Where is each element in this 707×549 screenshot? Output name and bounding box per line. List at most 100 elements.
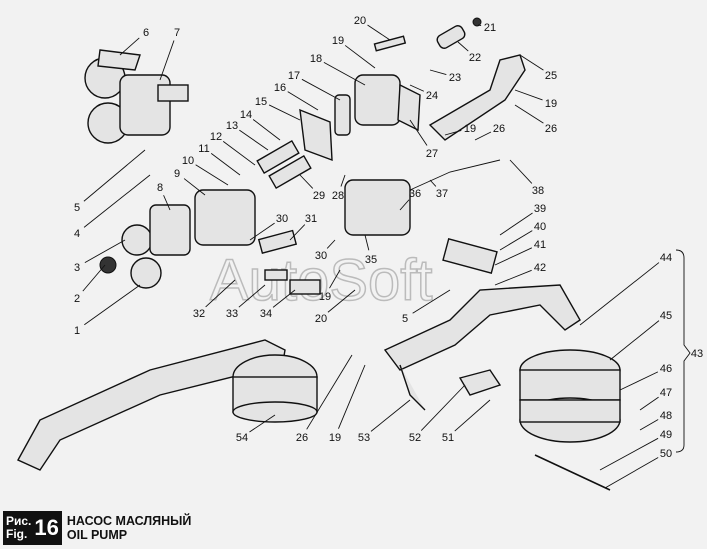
- leader-line: [409, 119, 428, 146]
- leader-line: [454, 399, 491, 432]
- leader-line: [238, 284, 266, 308]
- leader-line: [619, 371, 659, 391]
- callout-38: 38: [532, 185, 544, 197]
- callout-19: 19: [332, 35, 344, 47]
- callout-21: 21: [484, 22, 496, 34]
- leader-line: [306, 354, 353, 430]
- callout-17: 17: [288, 70, 300, 82]
- leader-line: [82, 264, 106, 292]
- callout-33: 33: [226, 308, 238, 320]
- callout-19: 19: [319, 291, 331, 303]
- callout-28: 28: [332, 190, 344, 202]
- callout-54: 54: [236, 432, 248, 444]
- callout-15: 15: [255, 96, 267, 108]
- leader-line: [609, 320, 660, 361]
- leader-line: [429, 69, 447, 76]
- leader-line: [514, 89, 543, 101]
- callout-31: 31: [305, 213, 317, 225]
- callout-10: 10: [182, 155, 194, 167]
- callout-19: 19: [464, 123, 476, 135]
- leader-line: [499, 230, 533, 251]
- callout-46: 46: [660, 363, 672, 375]
- leader-line: [579, 262, 660, 326]
- gear-stack: [256, 74, 421, 190]
- leader-line: [301, 78, 341, 101]
- callout-40: 40: [534, 221, 546, 233]
- callout-20: 20: [315, 313, 327, 325]
- leader-line: [399, 199, 410, 211]
- callout-43: 43: [691, 348, 703, 360]
- leader-line: [639, 419, 659, 431]
- leader-line: [494, 269, 532, 286]
- leader-line: [83, 149, 146, 202]
- leader-line: [249, 414, 276, 433]
- leader-line: [340, 174, 346, 187]
- leader-line: [429, 179, 437, 187]
- leader-line: [604, 457, 659, 489]
- callout-26: 26: [296, 432, 308, 444]
- callout-34: 34: [260, 308, 272, 320]
- leader-line: [222, 141, 256, 166]
- callout-13: 13: [226, 120, 238, 132]
- callout-32: 32: [193, 308, 205, 320]
- callout-29: 29: [313, 190, 325, 202]
- leader-line: [327, 289, 356, 313]
- callout-19: 19: [545, 98, 557, 110]
- callout-20: 20: [354, 15, 366, 27]
- figure-title-en: OIL PUMP: [66, 528, 128, 542]
- leader-line: [289, 224, 306, 241]
- leader-line: [84, 239, 126, 263]
- leader-line: [195, 164, 229, 186]
- callout-12: 12: [210, 131, 222, 143]
- callout-2: 2: [74, 293, 80, 305]
- callout-47: 47: [660, 387, 672, 399]
- callout-19: 19: [329, 432, 341, 444]
- leader-line: [268, 104, 301, 121]
- callout-48: 48: [660, 410, 672, 422]
- leader-line: [83, 174, 151, 228]
- callout-52: 52: [409, 432, 421, 444]
- leader-line: [409, 84, 424, 92]
- figure-badge: Рис.Fig. 16: [3, 511, 62, 545]
- leader-line: [474, 131, 492, 141]
- leader-line: [272, 289, 296, 308]
- leader-line: [364, 234, 370, 251]
- callout-37: 37: [436, 188, 448, 200]
- leader-line: [494, 247, 533, 266]
- callout-7: 7: [174, 27, 180, 39]
- callout-24: 24: [426, 90, 438, 102]
- callout-22: 22: [469, 52, 481, 64]
- callout-45: 45: [660, 310, 672, 322]
- leader-line: [444, 129, 462, 136]
- leader-line: [514, 104, 544, 124]
- leader-line: [338, 364, 366, 429]
- callout-6: 6: [143, 27, 149, 39]
- callout-30: 30: [315, 250, 327, 262]
- callout-14: 14: [240, 109, 252, 121]
- callout-1: 1: [74, 325, 80, 337]
- leader-line: [249, 222, 275, 241]
- callout-42: 42: [534, 262, 546, 274]
- leader-line: [119, 37, 140, 56]
- leader-line: [159, 40, 175, 81]
- callout-50: 50: [660, 448, 672, 460]
- figure-number: 16: [34, 515, 59, 540]
- callout-5: 5: [74, 202, 80, 214]
- callout-39: 39: [534, 203, 546, 215]
- leader-line: [370, 399, 411, 432]
- callout-53: 53: [358, 432, 370, 444]
- leader-line: [457, 41, 469, 52]
- leader-line: [326, 239, 336, 249]
- leader-line: [323, 61, 366, 86]
- callout-11: 11: [198, 143, 209, 155]
- callout-30: 30: [276, 213, 288, 225]
- leader-line: [412, 289, 451, 314]
- leader-line: [252, 119, 281, 141]
- pressure-valve-parts: [344, 17, 526, 274]
- oil-intake-pipes: [17, 284, 581, 471]
- callout-41: 41: [534, 239, 546, 251]
- leader-line: [287, 91, 319, 111]
